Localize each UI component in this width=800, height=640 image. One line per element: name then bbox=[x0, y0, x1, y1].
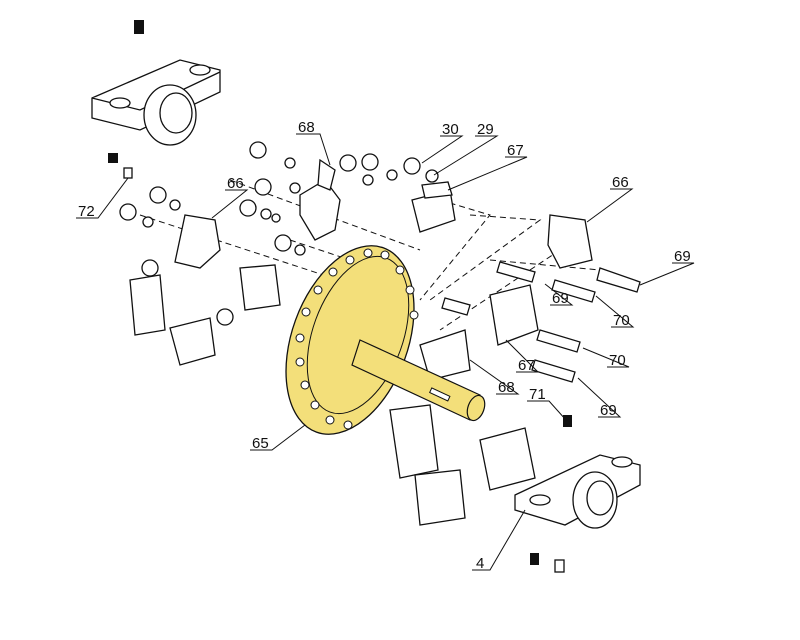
knife-holders bbox=[129, 158, 593, 526]
bolts bbox=[441, 261, 641, 383]
nuts-and-washers bbox=[119, 141, 439, 326]
callout-66: 66 bbox=[227, 175, 244, 192]
callout-leaders bbox=[76, 133, 695, 571]
callout-30: 30 bbox=[442, 121, 459, 138]
callout-70: 70 bbox=[609, 352, 626, 369]
callout-4: 4 bbox=[476, 555, 484, 572]
callout-66: 66 bbox=[612, 174, 629, 191]
grease-fitting-icon bbox=[134, 20, 144, 34]
pillow-block-bearing-top bbox=[91, 20, 221, 179]
callout-29: 29 bbox=[477, 121, 494, 138]
callout-69: 69 bbox=[552, 290, 569, 307]
callout-68: 68 bbox=[498, 379, 515, 396]
callout-67: 67 bbox=[518, 357, 535, 374]
callout-72: 72 bbox=[78, 203, 95, 220]
rotor-shaft bbox=[351, 339, 486, 422]
callout-70: 70 bbox=[613, 312, 630, 329]
callout-65: 65 bbox=[252, 435, 269, 452]
callout-67: 67 bbox=[507, 142, 524, 159]
callout-68: 68 bbox=[298, 119, 315, 136]
callout-71: 71 bbox=[529, 386, 546, 403]
pillow-block-bearing-bottom bbox=[514, 415, 641, 573]
callout-69: 69 bbox=[674, 248, 691, 265]
grease-fitting-icon bbox=[563, 415, 572, 427]
callout-69: 69 bbox=[600, 402, 617, 419]
rotor-flange bbox=[285, 245, 419, 435]
callout-labels: 68 30 29 67 66 72 66 69 69 70 70 67 68 7… bbox=[78, 119, 691, 572]
